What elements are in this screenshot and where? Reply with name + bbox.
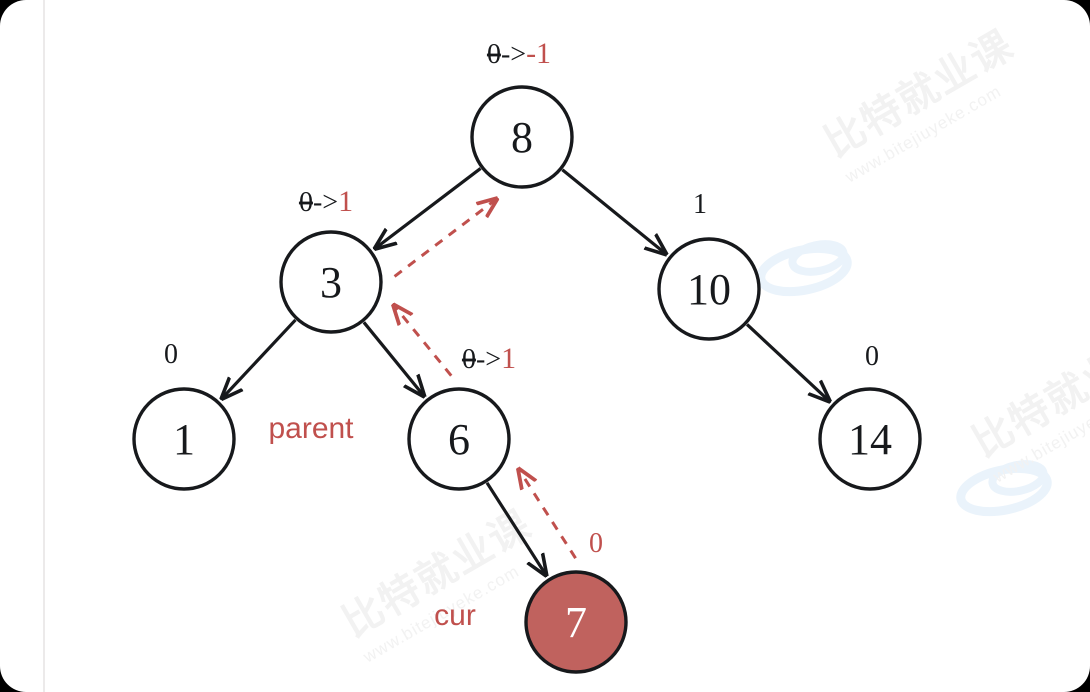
balance-arrow-8: -> <box>501 39 526 70</box>
node-value-14: 14 <box>848 415 892 464</box>
node-circle-1 <box>132 387 236 491</box>
balance-factor-text-7: 0 <box>589 528 603 559</box>
node-value-1: 1 <box>173 415 195 464</box>
balance-old-6: 0 <box>462 344 476 375</box>
balance-factor-label-8: 0->-1 <box>487 37 551 70</box>
tree-edge-n3-n1 <box>222 318 297 398</box>
balance-value-1: 0 <box>164 339 178 370</box>
node-value-7: 7 <box>565 598 587 647</box>
tree-edge-n3-n6 <box>362 321 424 395</box>
balance-factor-text-1: 0 <box>164 339 178 370</box>
balance-factor-label-7: 0 <box>589 528 603 559</box>
node-value-10: 10 <box>687 265 731 314</box>
node-circle-14 <box>818 387 922 491</box>
balance-factor-text-8: 0->-1 <box>487 37 551 70</box>
tree-node-1[interactable]: 1 <box>132 387 236 491</box>
balance-factor-label-3: 0->1 <box>299 185 353 218</box>
balance-new-6: 1 <box>501 342 516 375</box>
node-circle-7 <box>524 570 628 674</box>
tree-edge-n10-n14 <box>745 323 829 400</box>
node-circle-3 <box>279 230 383 334</box>
tree-edges <box>222 167 829 575</box>
balance-arrow-3: -> <box>313 187 338 218</box>
tree-edge-n8-n3 <box>376 167 482 248</box>
balance-factor-label-10: 1 <box>693 189 707 220</box>
balance-value-7: 0 <box>589 528 603 559</box>
update-arrow-n3-to-n8 <box>393 200 495 278</box>
update-path-arrows <box>393 200 577 559</box>
balance-factor-text-3: 0->1 <box>299 185 353 218</box>
balance-new-3: 1 <box>338 185 353 218</box>
tree-node-7[interactable]: 7 <box>524 570 628 674</box>
balance-factor-text-10: 1 <box>693 189 707 220</box>
balance-factor-label-1: 0 <box>164 339 178 370</box>
left-margin-rule <box>43 0 45 692</box>
balance-arrow-6: -> <box>476 344 501 375</box>
balance-factor-text-14: 0 <box>865 341 879 372</box>
node-circle-8 <box>470 85 574 189</box>
cur-label: cur <box>434 599 476 632</box>
balance-old-3: 0 <box>299 187 313 218</box>
node-value-6: 6 <box>448 415 470 464</box>
tree-node-3[interactable]: 3 <box>279 230 383 334</box>
balance-value-10: 1 <box>693 189 707 220</box>
tree-node-8[interactable]: 8 <box>470 85 574 189</box>
node-circle-6 <box>407 387 511 491</box>
update-arrow-n7-to-n6 <box>520 471 577 559</box>
balance-factor-text-6: 0->1 <box>462 342 516 375</box>
balance-new-8: -1 <box>526 37 551 70</box>
node-circle-10 <box>657 237 761 341</box>
balance-value-14: 0 <box>865 341 879 372</box>
tree-node-10[interactable]: 10 <box>657 237 761 341</box>
balance-factor-label-14: 0 <box>865 341 879 372</box>
tree-node-14[interactable]: 14 <box>818 387 922 491</box>
balance-old-8: 0 <box>487 39 501 70</box>
node-value-3: 3 <box>320 258 342 307</box>
node-value-8: 8 <box>511 113 533 162</box>
tree-node-6[interactable]: 6 <box>407 387 511 491</box>
update-arrow-n6-to-n3 <box>395 307 453 377</box>
tree-edge-n6-n7 <box>485 481 546 575</box>
balance-factor-label-6: 0->1 <box>462 342 516 375</box>
tree-edge-n8-n10 <box>561 168 665 254</box>
parent-label: parent <box>268 412 354 445</box>
